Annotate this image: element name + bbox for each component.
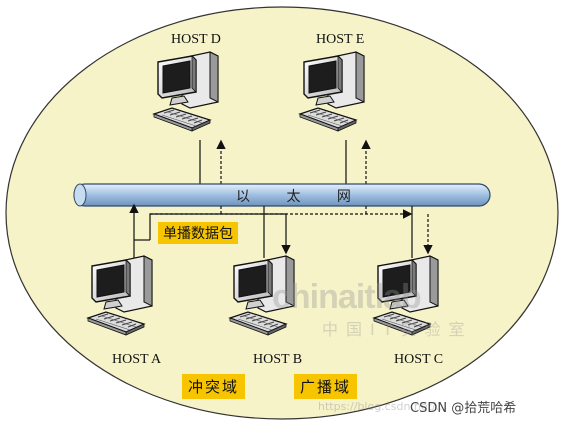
host-e-computer <box>299 51 365 132</box>
ethernet-bus-left-cap <box>73 183 87 207</box>
watermark-brand: chinaitlab <box>272 278 422 316</box>
unicast-packet-label: 单播数据包 <box>158 222 238 244</box>
host-a-label: HOST A <box>112 352 162 367</box>
host-c-label: HOST C <box>394 352 444 367</box>
host-a-computer <box>87 255 153 336</box>
broadcast-domain-label: 广播域 <box>294 374 358 399</box>
ethernet-bus-label: 以 太 网 <box>236 189 367 205</box>
broadcast-domain-ellipse <box>5 6 559 420</box>
host-d-computer <box>153 51 219 132</box>
watermark-brand-cn: 中国IT实验室 <box>322 320 473 339</box>
host-d-label: HOST D <box>171 32 221 47</box>
csdn-credit: CSDN @拾荒哈希 <box>410 401 517 416</box>
host-e-label: HOST E <box>316 32 365 47</box>
collision-domain-label: 冲突域 <box>182 374 246 399</box>
watermark-url: https://blog.csdn.net/... <box>318 400 447 413</box>
host-b-label: HOST B <box>253 352 303 367</box>
